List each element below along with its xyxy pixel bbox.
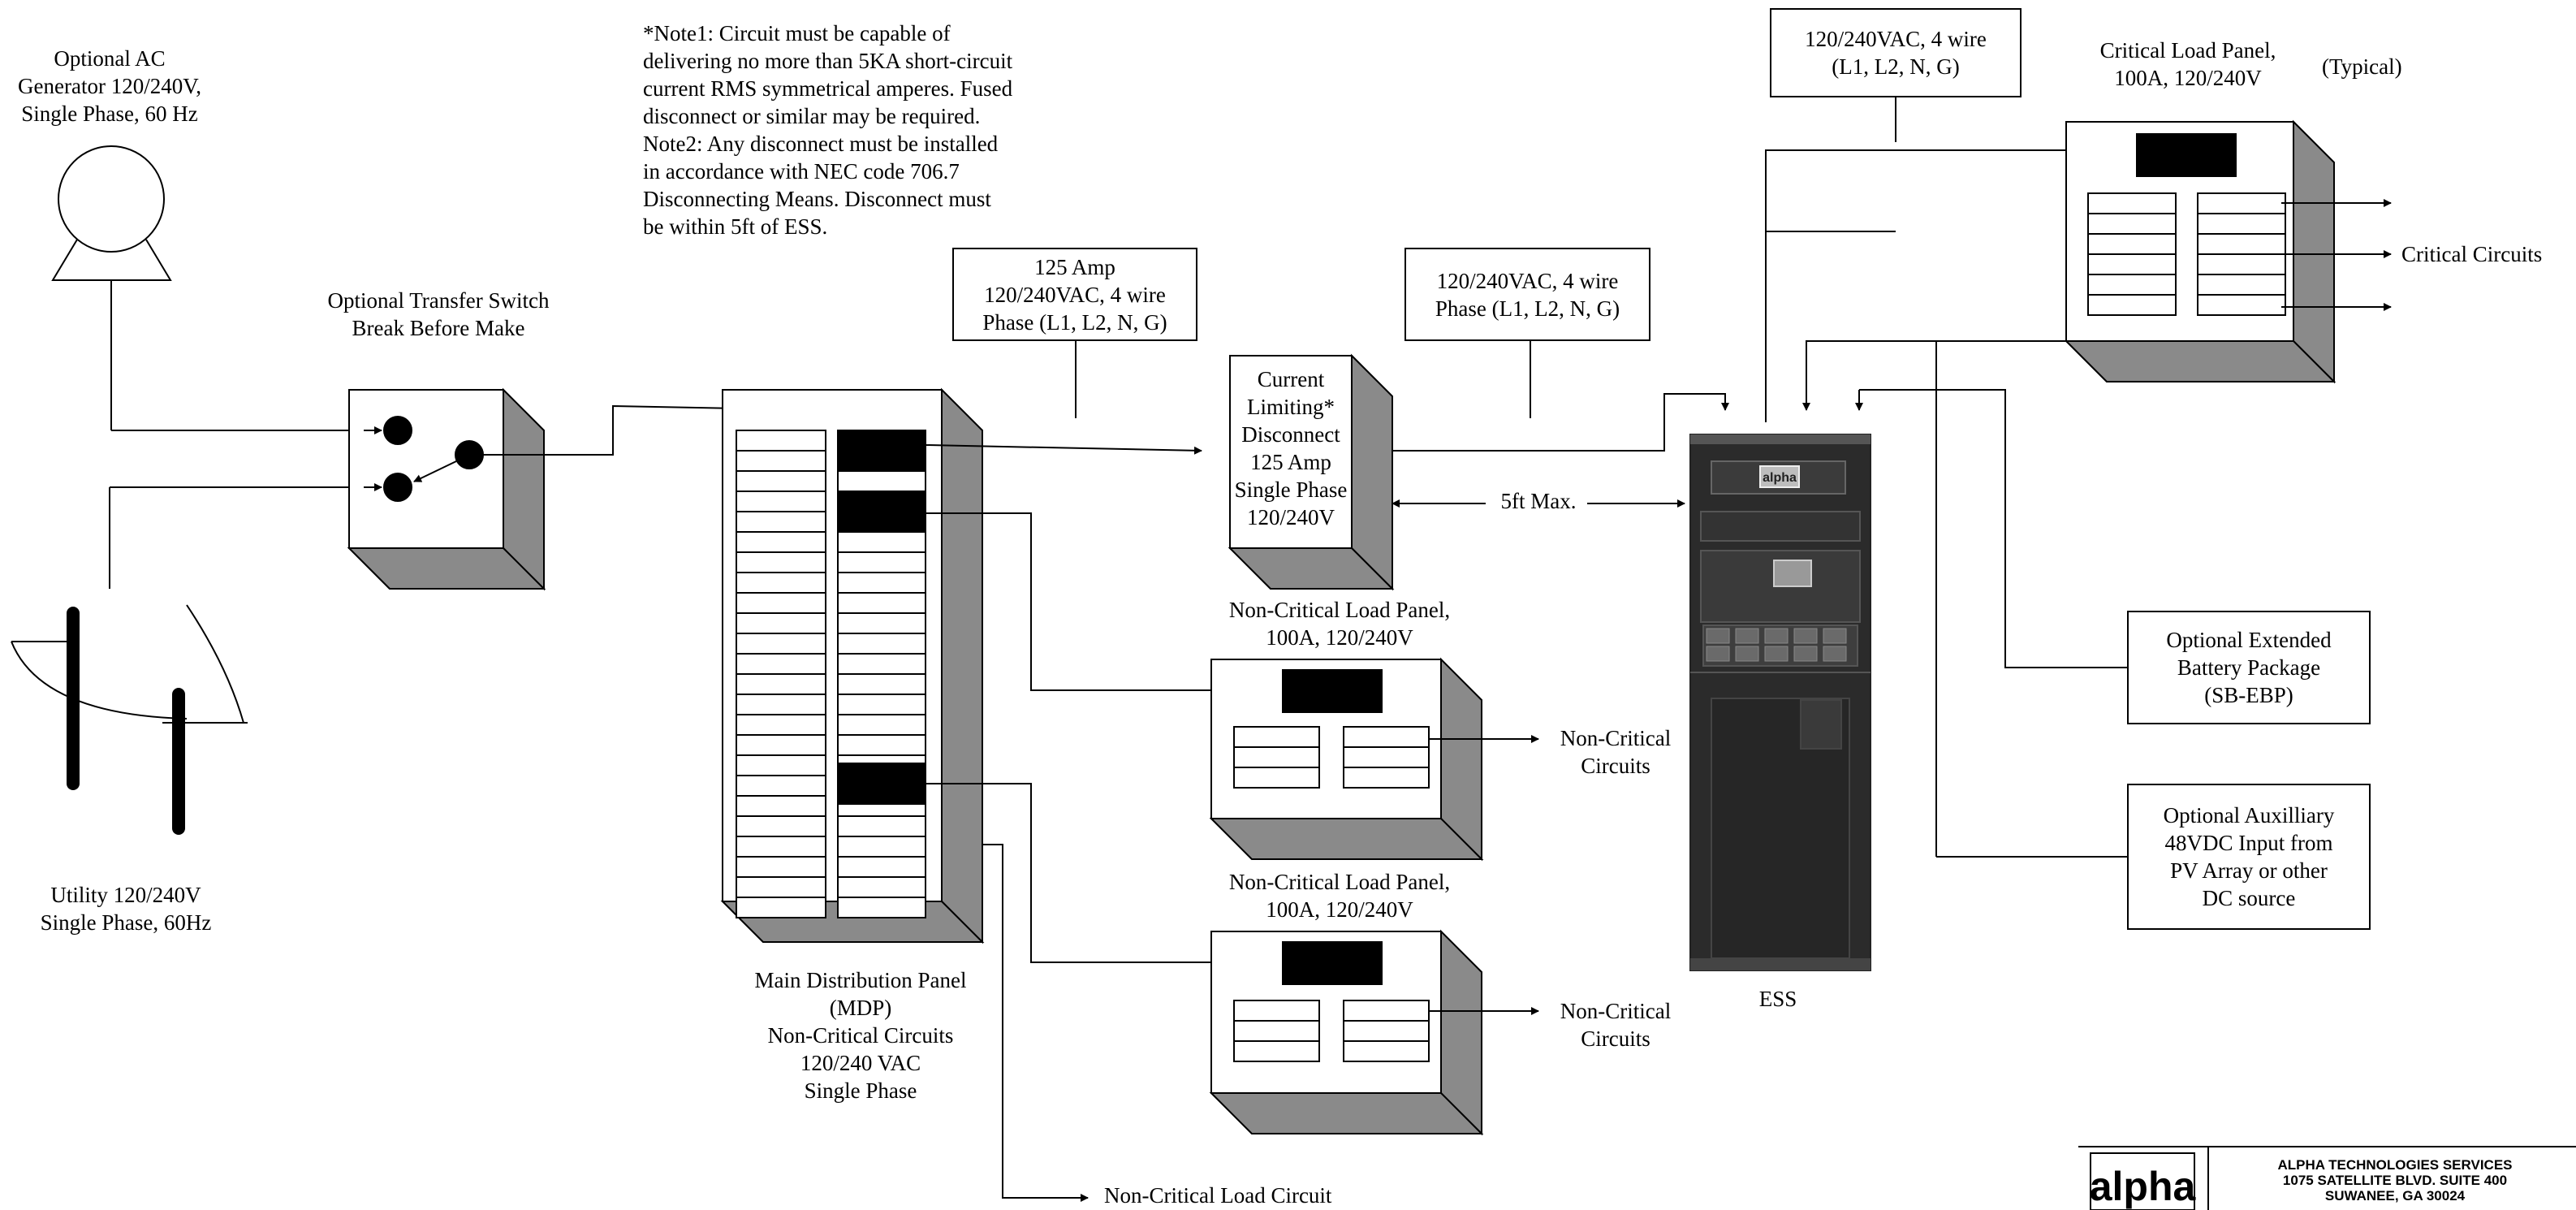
disconnect-label: Current Limiting* Disconnect 125 Amp Sin… [1234,367,1348,529]
utility-pole-icon [11,486,364,835]
critical-feed-label: 120/240VAC, 4 wire (L1, L2, N, G) [1770,8,2022,97]
ess-cabinet: alpha [1689,434,1871,971]
mdp-label: Main Distribution Panel (MDP) Non-Critic… [754,968,967,1103]
ess-label: ESS [1758,987,1797,1011]
noncritical-load-circuit-label: Non-Critical Load Circuit [1104,1183,1332,1208]
generator-label: Optional AC Generator 120/240V, Single P… [18,46,201,126]
noncritical-panel-1-output: Non-Critical Circuits [1560,726,1672,778]
title-block: alpha [2078,1146,2576,1210]
disconnect-box [1228,353,1395,591]
noncritical-panel-2-output: Non-Critical Circuits [1560,999,1672,1051]
distance-label: 5ft Max. [1490,487,1587,515]
noncritical-panel-1-title: Non-Critical Load Panel, 100A, 120/240V [1228,598,1451,650]
noncritical-panel-1-box [1209,657,1539,862]
aux-input-label: Optional Auxilliary 48VDC Input from PV … [2127,784,2371,930]
svg-text:alpha: alpha [2090,1164,2197,1209]
transfer-switch-label: Optional Transfer Switch Break Before Ma… [327,288,550,340]
critical-panel-typical: (Typical) [2322,54,2402,79]
svg-text:alpha: alpha [1763,471,1797,485]
critical-panel-title: Critical Load Panel, 100A, 120/240V [2099,38,2276,90]
mdp-feed-label: 125 Amp 120/240VAC, 4 wire Phase (L1, L2… [952,248,1197,341]
notes-text: *Note1: Circuit must be capable of deliv… [643,21,1013,239]
utility-label: Utility 120/240V Single Phase, 60Hz [40,883,212,935]
noncritical-panel-2-box [1209,929,1539,1136]
critical-circuits-label: Critical Circuits [2401,242,2543,266]
extended-battery-label: Optional Extended Battery Package (SB-EB… [2127,611,2371,724]
mdp-panel [720,387,985,944]
noncritical-panel-2-title: Non-Critical Load Panel, 100A, 120/240V [1228,870,1451,922]
generator-icon [51,145,364,431]
title-block-company: ALPHA TECHNOLOGIES SERVICES 1075 SATELLI… [2277,1157,2513,1204]
transfer-switch-box [347,387,825,591]
disconnect-feed-label: 120/240VAC, 4 wire Phase (L1, L2, N, G) [1405,248,1650,341]
critical-panel-box [2064,119,2392,384]
